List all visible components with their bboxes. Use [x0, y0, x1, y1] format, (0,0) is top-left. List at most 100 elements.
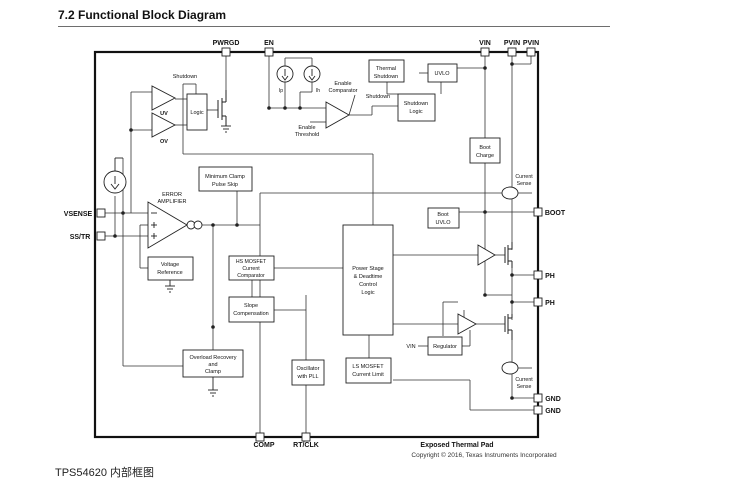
shutdown-top-label: Shutdown — [173, 74, 197, 80]
section-heading: 7.2 Functional Block Diagram — [58, 8, 227, 22]
shutdown-mid-label: Shutdown — [366, 94, 390, 100]
pin-ph2-square — [533, 297, 543, 307]
pin-vsense-label: VSENSE — [64, 211, 93, 218]
current-sense-top-label-2: Sense — [517, 181, 532, 187]
logic-label: Logic — [190, 110, 203, 116]
slope-comp-block — [228, 296, 275, 323]
hs-comparator-label-2: Current — [242, 266, 260, 272]
uv-comparator — [151, 85, 176, 111]
power-stage-label-3: Control — [359, 282, 377, 288]
oscillator-label-2: with PLL — [296, 374, 318, 380]
pin-en-square — [264, 47, 274, 57]
pin-gnd1-label: GND — [545, 396, 561, 403]
overload-label-3: Clamp — [205, 369, 221, 375]
regulator-block — [427, 336, 463, 356]
pin-comp-label: COMP — [254, 442, 275, 449]
error-amplifier — [147, 201, 188, 249]
power-stage-label-2: & Deadtime — [354, 274, 383, 280]
power-stage-label-1: Power Stage — [352, 266, 384, 272]
boot-charge-label-2: Charge — [476, 153, 494, 159]
heading-rule — [58, 26, 610, 27]
enable-threshold-label-1: Enable — [298, 125, 315, 131]
pin-sstr-square — [96, 231, 106, 241]
pin-sstr-label: SS/TR — [70, 234, 91, 241]
figure-caption: TPS54620 内部框图 — [55, 467, 155, 479]
hs-comparator-label-1: HS MOSFET — [236, 259, 267, 265]
overload-label-2: and — [208, 362, 217, 368]
ls-current-limit-label-1: LS MOSFET — [352, 364, 384, 370]
pin-pvin1-square — [507, 47, 517, 57]
pin-boot-square — [533, 207, 543, 217]
min-clamp-label-2: Pulse Skip — [212, 182, 238, 188]
pin-rtclk-square — [301, 432, 311, 442]
current-sense-bottom-label-2: Sense — [517, 384, 532, 390]
pin-gnd2-square — [533, 405, 543, 415]
package-outline — [93, 50, 540, 439]
boot-charge-block — [469, 137, 501, 164]
pin-squares — [96, 47, 543, 442]
min-clamp-label-1: Minimum Clamp — [205, 174, 245, 180]
pin-vin-label: VIN — [479, 40, 491, 47]
boot-uvlo-label-1: Boot — [437, 212, 449, 218]
overload-block — [182, 349, 244, 378]
slope-comp-label-2: Compensation — [233, 311, 268, 317]
enable-comparator-label-1: Enable — [334, 81, 351, 87]
copyright: Copyright © 2016, Texas Instruments Inco… — [411, 451, 557, 459]
power-stage-block — [342, 224, 394, 336]
pin-ph2-label: PH — [545, 300, 555, 307]
enable-threshold-label-2: Threshold — [295, 132, 319, 138]
oscillator-label-1: Oscillator — [297, 366, 320, 372]
current-sense-top-label-1: Current — [515, 174, 533, 180]
power-stage-label-4: Logic — [361, 290, 374, 296]
regulator-label: Regulator — [433, 344, 457, 350]
voltage-reference-label-1: Voltage — [161, 262, 179, 268]
min-clamp-block — [198, 166, 253, 192]
pin-ph1-square — [533, 270, 543, 280]
boot-charge-label-1: Boot — [479, 145, 491, 151]
pin-vin-square — [480, 47, 490, 57]
pin-pvin2-label: PVIN — [523, 40, 539, 47]
ls-gate-driver — [457, 313, 477, 335]
pin-vsense-square — [96, 208, 106, 218]
uvlo-block — [427, 63, 458, 83]
pin-gnd2-label: GND — [545, 408, 561, 415]
current-sense-coils — [501, 186, 519, 375]
voltage-reference-label-2: Reference — [157, 270, 182, 276]
hs-comparator-block — [228, 255, 275, 281]
mosfets — [217, 90, 513, 340]
pin-boot-label: BOOT — [545, 210, 566, 217]
thermal-shutdown-block — [368, 59, 405, 83]
wiring — [101, 52, 538, 437]
voltage-reference-block — [147, 256, 194, 281]
uv-label: UV — [160, 111, 168, 117]
thermal-shutdown-label-2: Shutdown — [374, 74, 398, 80]
pin-en-label: EN — [264, 40, 274, 47]
ov-comparator — [151, 112, 176, 138]
logic-block — [186, 93, 208, 131]
pin-pvin1-label: PVIN — [504, 40, 520, 47]
amp-symbols — [151, 212, 203, 239]
vin-regulator-label: VIN — [406, 344, 415, 350]
pin-pvin2-square — [526, 47, 536, 57]
pin-comp-square — [255, 432, 265, 442]
ov-label: OV — [160, 139, 168, 145]
shutdown-logic-label-2: Logic — [409, 109, 422, 115]
error-amplifier-label-2: AMPLIFIER — [157, 199, 186, 205]
enable-comparator-label-2: Comparator — [328, 88, 357, 94]
ip-label: Ip — [279, 88, 283, 94]
junction-dots — [113, 62, 514, 400]
ls-current-limit-label-2: Current Limit — [352, 372, 384, 378]
oscillator-block — [291, 359, 325, 386]
boot-uvlo-label-2: UVLO — [436, 220, 452, 226]
thermal-shutdown-label-1: Thermal — [376, 66, 396, 72]
boot-uvlo-block — [427, 207, 460, 229]
uvlo-label: UVLO — [435, 71, 451, 77]
ih-label: Ih — [316, 88, 320, 94]
ground-symbols — [165, 125, 231, 397]
shutdown-logic-label-1: Shutdown — [404, 101, 428, 107]
slope-comp-label-1: Slope — [244, 303, 258, 309]
overload-label-1: Overload Recovery — [189, 355, 236, 361]
pin-rtclk-label: RT/CLK — [293, 442, 319, 449]
amplifiers — [147, 85, 496, 335]
